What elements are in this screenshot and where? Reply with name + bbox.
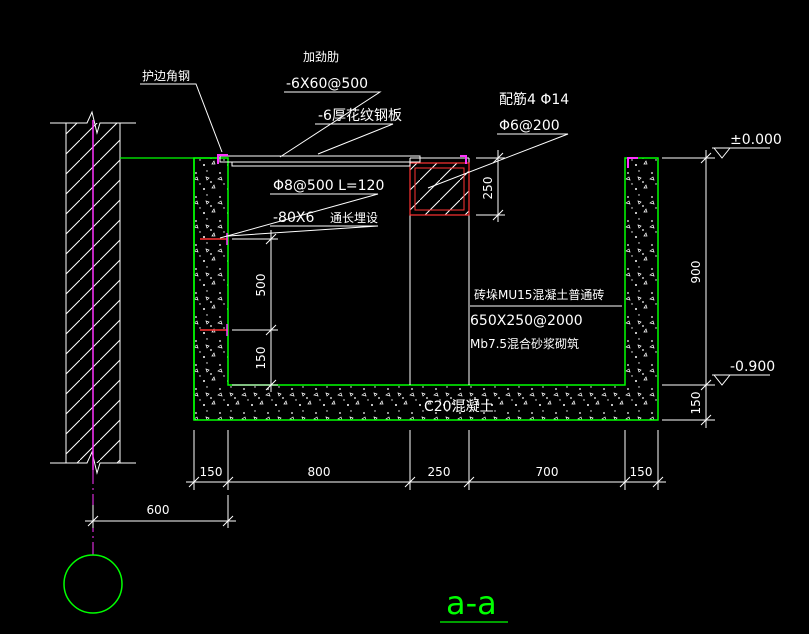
pier-size-label: 650X250@2000 bbox=[470, 313, 583, 329]
section-title-block: a-a bbox=[440, 584, 508, 623]
dim-bottom-4: 700 bbox=[536, 465, 559, 479]
dim-offset: 600 bbox=[147, 503, 170, 517]
base-concrete-label: C20混凝土 bbox=[424, 399, 494, 415]
dim-total-depth: 900 bbox=[689, 261, 703, 284]
existing-wall bbox=[50, 110, 136, 475]
left-inner-dimensions bbox=[232, 230, 278, 392]
elevation-markers bbox=[712, 147, 770, 386]
elev-top-label: ±0.000 bbox=[730, 132, 782, 148]
annotations bbox=[140, 83, 622, 307]
section-title: a-a bbox=[446, 584, 497, 622]
pier-material-label: 砖垛MU15混凝土普通砖 bbox=[474, 287, 604, 302]
anchor-bar-label: Φ8@500 L=120 bbox=[273, 178, 384, 194]
plate-label: -6厚花纹钢板 bbox=[318, 108, 402, 124]
trench-section bbox=[193, 157, 659, 421]
edge-angle-label: 护边角钢 bbox=[142, 69, 190, 83]
right-dimensions bbox=[662, 150, 715, 428]
embed-plate-label: -80X6 bbox=[273, 210, 314, 226]
dim-slab-thickness: 150 bbox=[689, 392, 703, 415]
stiffener-name-label: 加劲肋 bbox=[303, 49, 339, 64]
dim-bottom-5: 150 bbox=[630, 465, 653, 479]
labels: 护边角钢 加劲肋 -6X60@500 -6厚花纹钢板 配筋4 Φ14 Φ6@20… bbox=[142, 49, 604, 415]
dim-embed-spacing: 500 bbox=[254, 274, 268, 297]
embedded-anchors bbox=[200, 233, 228, 336]
beam-dimension bbox=[476, 150, 505, 222]
pier-beam bbox=[409, 162, 470, 216]
stiffener-spec-label: -6X60@500 bbox=[286, 76, 368, 92]
grid-axis bbox=[63, 470, 123, 614]
dim-bottom-3: 250 bbox=[428, 465, 451, 479]
cover-plate bbox=[217, 154, 638, 168]
dim-bottom-2: 800 bbox=[308, 465, 331, 479]
embed-note-label: 通长埋设 bbox=[330, 211, 378, 225]
dim-bottom-1: 150 bbox=[200, 465, 223, 479]
pier-mortar-label: Mb7.5混合砂浆砌筑 bbox=[470, 336, 579, 351]
dim-embed-bottom: 150 bbox=[254, 347, 268, 370]
elev-bottom-label: -0.900 bbox=[730, 359, 775, 375]
beam-stirrup-label: Φ6@200 bbox=[499, 118, 560, 134]
bottom-dimensions bbox=[85, 430, 666, 528]
beam-rebar-label: 配筋4 Φ14 bbox=[499, 91, 569, 108]
dim-beam-height: 250 bbox=[481, 177, 495, 200]
